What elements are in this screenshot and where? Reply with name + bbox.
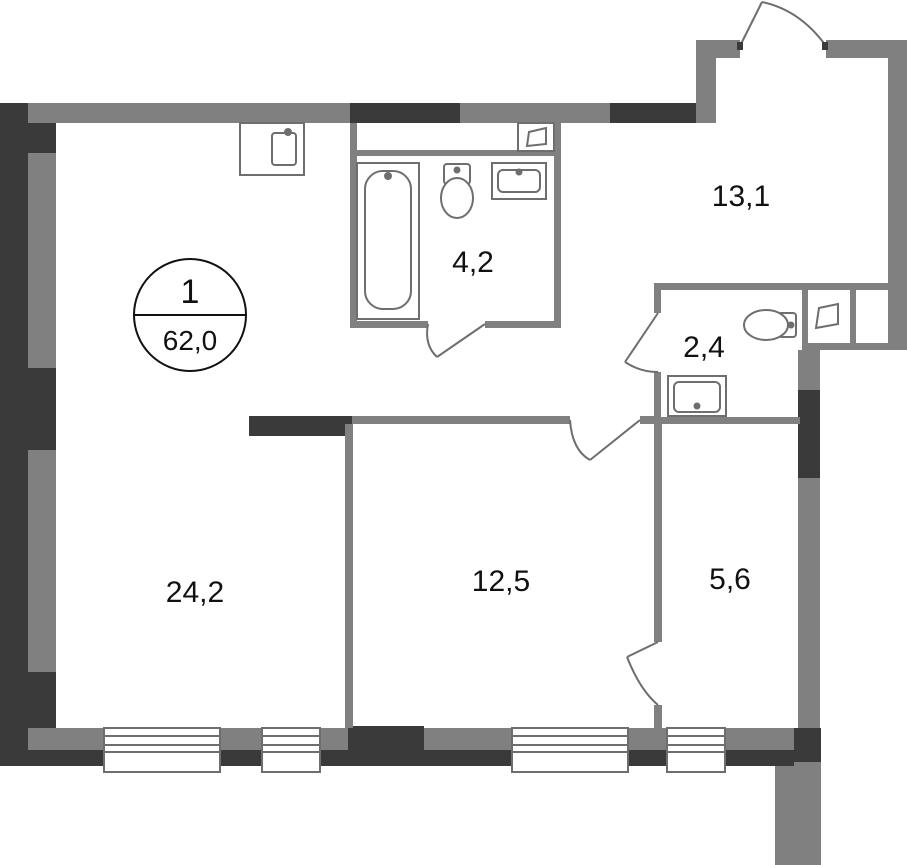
vent-shaft-icon <box>517 122 555 152</box>
doors <box>426 1 828 706</box>
fixtures <box>239 122 839 417</box>
toilet-2-icon <box>743 309 797 341</box>
window-storage <box>666 727 726 773</box>
wall-toilet-left-top <box>654 283 661 313</box>
wall-right-lower-light <box>798 350 820 390</box>
wall-bedroom-left <box>345 424 353 728</box>
wall-right-upper <box>888 40 907 350</box>
total-area: 62,0 <box>163 325 218 356</box>
window-living-2 <box>261 727 321 773</box>
wall-top-dark-2 <box>610 103 716 123</box>
interior-walls <box>249 123 894 728</box>
storage-area: 5,6 <box>709 563 751 596</box>
wall-bath-right <box>554 123 561 328</box>
wall-top-dark-1 <box>350 103 460 123</box>
window-living-1 <box>103 727 221 773</box>
door-storage <box>626 641 659 706</box>
wall-entry-left-vertical <box>696 40 716 123</box>
wall-partition-light <box>352 416 570 424</box>
living-room-area: 24,2 <box>166 576 224 609</box>
door-bathroom <box>426 323 486 358</box>
wall-shaft-top <box>802 283 894 290</box>
wall-toilet-bottom <box>654 417 800 424</box>
bath-sink-icon <box>491 162 547 200</box>
apartment-badge: 1 62,0 <box>133 258 247 372</box>
kitchen-sink-icon <box>239 122 305 176</box>
toilet-sink-icon <box>667 375 727 417</box>
bedroom-area: 12,5 <box>472 565 530 598</box>
wall-toilet-left-bottom <box>654 372 661 417</box>
wall-entry-top-left <box>696 40 740 58</box>
vent-shaft-2-icon <box>814 302 839 330</box>
wall-right-lower-dark <box>798 390 820 478</box>
wall-corner-dark <box>793 728 821 764</box>
window-bedroom <box>511 727 629 773</box>
bathtub-icon <box>356 162 420 320</box>
wall-right-tail <box>775 762 821 865</box>
wall-shaft-mid <box>850 283 856 350</box>
wall-left-inner-light-1 <box>28 153 56 368</box>
wall-storage-left-bottom <box>654 705 662 728</box>
wall-partition-dark <box>249 416 352 436</box>
wall-shaft-bottom <box>802 343 894 350</box>
toilet-area: 2,4 <box>683 331 725 364</box>
wall-toilet-top <box>654 283 808 290</box>
wall-left-inner-light-2 <box>28 450 56 672</box>
wall-bath-bottom-right <box>485 321 561 328</box>
wall-left-inner-dark-mid <box>28 368 56 450</box>
wall-top-light-1 <box>28 103 350 123</box>
entrance-area: 13,1 <box>712 180 770 213</box>
wall-bath-shelf <box>357 150 554 156</box>
wall-storage-left-top <box>654 424 662 642</box>
wall-bath-left <box>350 123 357 328</box>
unit-number: 1 <box>181 273 200 311</box>
wall-left-exterior <box>0 103 28 763</box>
toilet-icon <box>440 163 474 219</box>
wall-shaft-left <box>802 283 808 350</box>
door-entrance <box>737 1 828 50</box>
wall-bottom-dark-2 <box>348 726 424 766</box>
wall-top-light-2 <box>460 103 610 123</box>
windows <box>103 727 726 773</box>
wall-right-lower-light-2 <box>798 478 820 728</box>
wall-entry-top-right <box>826 40 907 58</box>
bathroom-area: 4,2 <box>452 246 494 279</box>
door-bedroom <box>569 419 641 461</box>
room-labels: 24,2 4,2 13,1 2,4 12,5 5,6 <box>166 180 770 609</box>
wall-partition-right-stub <box>640 416 658 424</box>
wall-bath-bottom-left <box>350 321 428 328</box>
door-toilet <box>624 312 659 373</box>
